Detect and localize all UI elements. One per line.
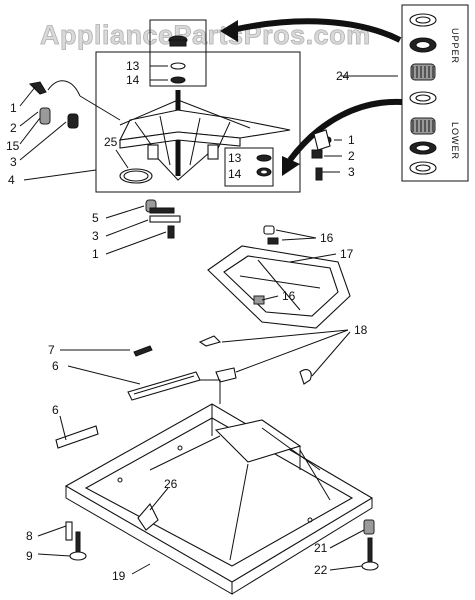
callout-14-upper: 14 [126,73,140,87]
callout-16-lower: 16 [282,289,296,303]
callout-3-lower: 3 [92,229,99,243]
callout-16-upper: 16 [320,231,334,245]
inset-frame [401,4,469,182]
parts-18 [198,335,312,385]
lower-arrow-head [282,156,300,176]
callout-19: 19 [112,569,126,583]
lower-bearing-parts [409,117,437,175]
upper-arrow [231,18,402,43]
callout-26: 26 [164,477,178,491]
callout-1-right: 1 [348,133,355,147]
callout-22: 22 [314,563,328,577]
callout-17: 17 [340,247,354,261]
lower-arrow [287,98,403,162]
callout-2-right: 2 [348,149,355,163]
assembly-box [95,51,301,193]
lower-label: LOWER [450,122,460,160]
callout-2-left: 2 [10,121,17,135]
callout-21: 21 [314,541,328,555]
callout-1-left: 1 [10,101,17,115]
part-6-lower [55,425,99,449]
upper-arrow-head [220,20,238,42]
callout-8: 8 [26,529,33,543]
callout-3-right: 3 [348,165,355,179]
leader-lines [19,65,398,575]
callout-1-lower: 1 [92,247,99,261]
bearing-box-upper [149,19,207,87]
callout-6-upper: 6 [52,359,59,373]
upper-bearing-parts [409,13,437,105]
callout-7: 7 [48,343,55,357]
callout-6-lower: 6 [52,403,59,417]
bearing-box-lower [224,147,274,187]
callouts: 24 13 14 1 2 15 3 25 4 1 2 3 13 14 5 3 1… [6,59,368,583]
lower-clip-hardware [145,199,181,239]
bearing-inset: UPPER LOWER [401,4,469,182]
part-7 [133,345,153,357]
callout-25: 25 [104,135,118,149]
frame-17 [207,225,351,329]
leveling-leg-right [361,519,379,571]
part-6-upper [127,371,201,401]
callout-24: 24 [336,69,350,83]
watermark: AppliancePartsPros.com [40,20,371,50]
transmission-assembly [95,19,301,193]
callout-18: 18 [354,323,368,337]
callout-14-lower: 14 [228,167,242,181]
upper-label: UPPER [450,28,460,64]
base-frame [64,379,374,595]
leveling-leg-left [65,521,87,561]
callout-4: 4 [8,173,15,187]
callout-13-lower: 13 [228,151,242,165]
callout-13-upper: 13 [126,59,140,73]
callout-9: 9 [26,549,33,563]
callout-15: 15 [6,139,20,153]
right-clip-hardware [311,129,332,181]
left-clip-hardware [28,80,121,129]
callout-5: 5 [92,211,99,225]
callout-3-left: 3 [10,155,17,169]
